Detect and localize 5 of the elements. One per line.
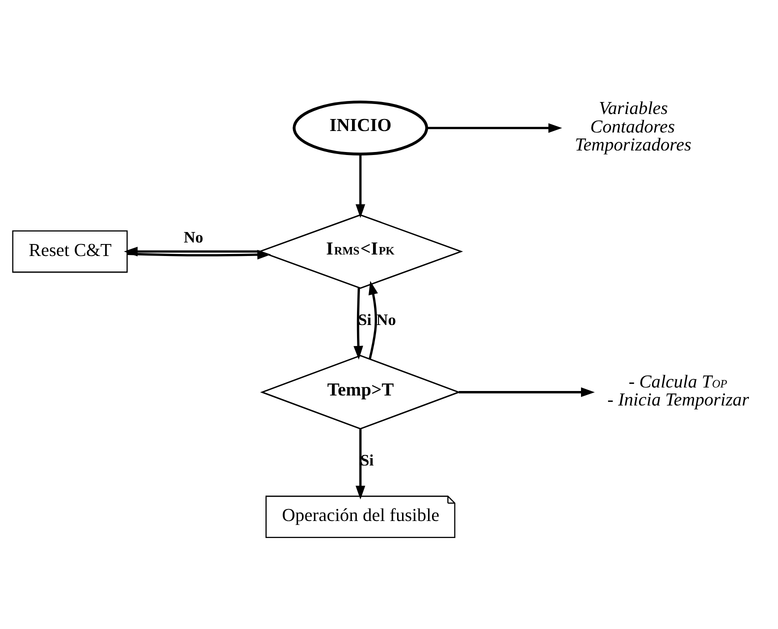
edge-label: Si [358, 311, 372, 328]
edge-label: Si [360, 452, 374, 470]
node-text: - Calcula TOP - Inicia Temporizar [607, 370, 749, 410]
node-text: Variables Contadores Temporizadores [574, 98, 692, 154]
edge-label: No [184, 229, 204, 246]
